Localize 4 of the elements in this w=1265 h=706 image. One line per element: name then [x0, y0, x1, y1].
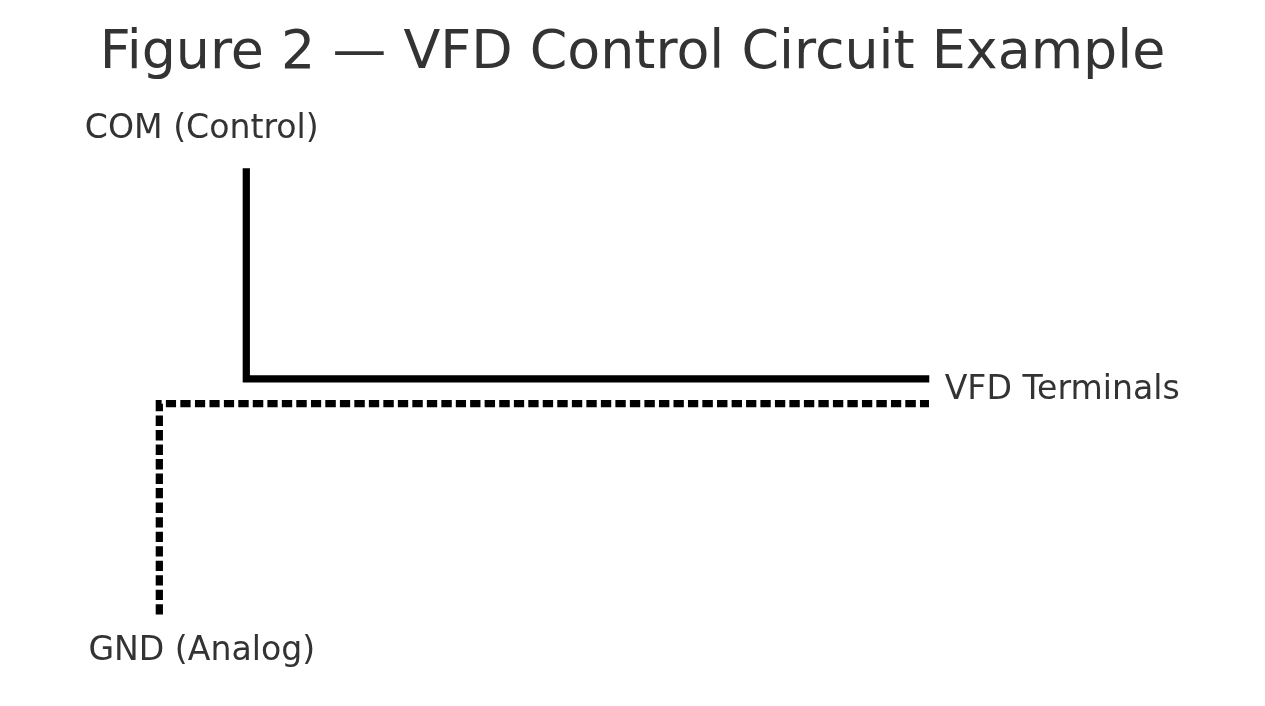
diagram-title: Figure 2 — VFD Control Circuit Example — [99, 17, 1166, 81]
node-text: VFD Terminals — [944, 368, 1180, 408]
node-text: COM (Control) — [84, 107, 319, 147]
node-text: GND (Analog) — [88, 629, 316, 669]
